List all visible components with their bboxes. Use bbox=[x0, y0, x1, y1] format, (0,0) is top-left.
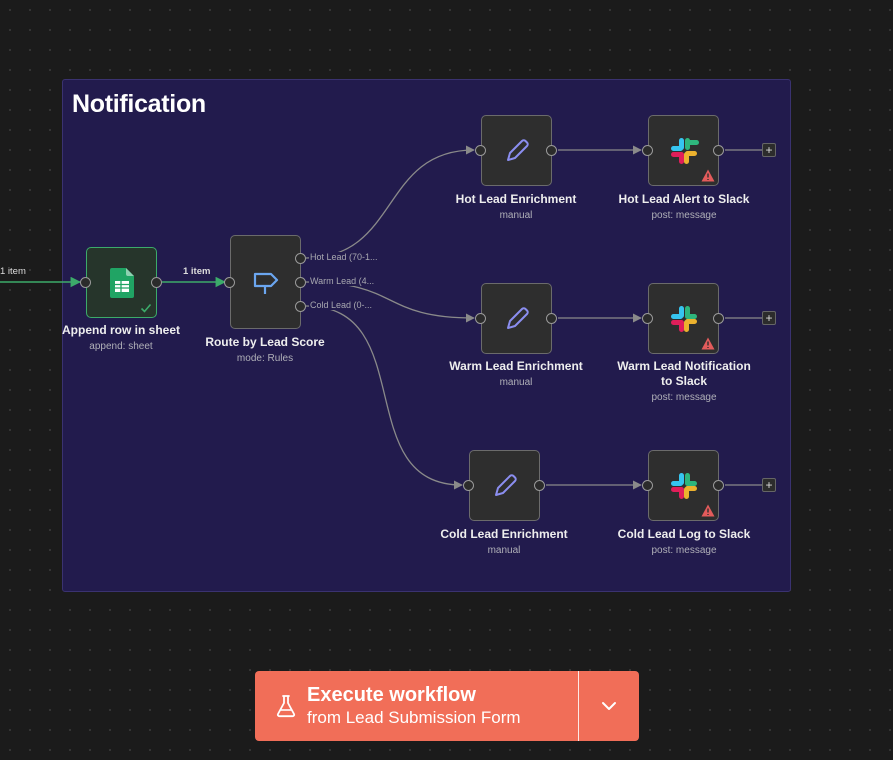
warning-icon bbox=[701, 504, 715, 517]
node-cold-lead-log-to-slack[interactable] bbox=[648, 450, 719, 521]
node-append-row-in-sheet[interactable] bbox=[86, 247, 157, 318]
node-hot-lead-enrichment[interactable] bbox=[481, 115, 552, 186]
node-subtitle: append: sheet bbox=[89, 341, 153, 352]
slack-icon bbox=[670, 472, 697, 499]
node-subtitle: post: message bbox=[651, 392, 717, 403]
flask-icon bbox=[276, 695, 296, 718]
node-route-by-lead-score[interactable] bbox=[230, 235, 301, 329]
route-output-handle-hot[interactable] bbox=[295, 253, 306, 264]
hot-enrich-output-handle[interactable] bbox=[546, 145, 557, 156]
route-output-label-hot: Hot Lead (70-1... bbox=[309, 252, 379, 262]
warm-slack-input-handle[interactable] bbox=[642, 313, 653, 324]
hot-enrich-input-handle[interactable] bbox=[475, 145, 486, 156]
node-subtitle: post: message bbox=[651, 545, 717, 556]
node-label: Hot Lead Alert to Slack bbox=[618, 192, 750, 206]
slack-icon bbox=[670, 305, 697, 332]
pencil-icon bbox=[506, 306, 529, 329]
cold-slack-input-handle[interactable] bbox=[642, 480, 653, 491]
node-subtitle: post: message bbox=[651, 210, 717, 221]
pencil-icon bbox=[506, 138, 529, 161]
node-label-line1: Warm Lead Notification bbox=[617, 359, 751, 373]
cold-enrich-input-handle[interactable] bbox=[463, 480, 474, 491]
success-check-icon bbox=[140, 303, 152, 313]
add-node-button[interactable]: + bbox=[762, 143, 776, 157]
append-row-output-handle[interactable] bbox=[151, 277, 162, 288]
sticky-note-title: Notification bbox=[72, 90, 206, 118]
slack-icon bbox=[670, 137, 699, 164]
node-label: Append row in sheet bbox=[61, 323, 181, 337]
google-sheets-icon bbox=[109, 267, 134, 298]
pencil-icon bbox=[494, 473, 517, 496]
hot-slack-input-handle[interactable] bbox=[642, 145, 653, 156]
route-output-label-cold: Cold Lead (0-... bbox=[309, 300, 374, 310]
append-to-route-edge-label: 1 item bbox=[183, 266, 211, 277]
execute-workflow-subtitle: from Lead Submission Form bbox=[307, 708, 521, 727]
node-label: Cold Lead Enrichment bbox=[440, 527, 568, 541]
signpost-icon bbox=[253, 272, 278, 294]
node-label: Hot Lead Enrichment bbox=[455, 192, 577, 206]
warning-icon bbox=[701, 169, 715, 182]
route-input-handle[interactable] bbox=[224, 277, 235, 288]
node-label: Cold Lead Log to Slack bbox=[617, 527, 751, 541]
node-label-line2: to Slack bbox=[660, 374, 708, 388]
execute-options-toggle[interactable] bbox=[579, 671, 639, 741]
execute-workflow-button[interactable]: Execute workflow from Lead Submission Fo… bbox=[255, 671, 639, 741]
warm-slack-output-handle[interactable] bbox=[713, 313, 724, 324]
node-label: Warm Lead Enrichment bbox=[449, 359, 583, 373]
node-cold-lead-enrichment[interactable] bbox=[469, 450, 540, 521]
append-row-input-handle[interactable] bbox=[80, 277, 91, 288]
execute-workflow-main[interactable]: Execute workflow from Lead Submission Fo… bbox=[255, 671, 578, 741]
add-node-button[interactable]: + bbox=[762, 478, 776, 492]
node-subtitle: mode: Rules bbox=[236, 353, 294, 364]
route-output-handle-warm[interactable] bbox=[295, 277, 306, 288]
node-warm-lead-notification-to-slack[interactable] bbox=[648, 283, 719, 354]
execute-divider bbox=[578, 671, 579, 741]
execute-workflow-title: Execute workflow bbox=[307, 684, 476, 706]
node-subtitle: manual bbox=[499, 210, 533, 221]
cold-enrich-output-handle[interactable] bbox=[534, 480, 545, 491]
add-node-button[interactable]: + bbox=[762, 311, 776, 325]
warm-enrich-output-handle[interactable] bbox=[546, 313, 557, 324]
node-hot-lead-alert-to-slack[interactable] bbox=[648, 115, 719, 186]
route-output-handle-cold[interactable] bbox=[295, 301, 306, 312]
chevron-down-icon bbox=[602, 702, 616, 710]
node-warm-lead-enrichment[interactable] bbox=[481, 283, 552, 354]
incoming-edge-label: 1 item bbox=[0, 266, 26, 277]
route-output-label-warm: Warm Lead (4... bbox=[309, 276, 376, 286]
node-label: Route by Lead Score bbox=[205, 335, 325, 349]
hot-slack-output-handle[interactable] bbox=[713, 145, 724, 156]
cold-slack-output-handle[interactable] bbox=[713, 480, 724, 491]
node-subtitle: manual bbox=[487, 545, 521, 556]
warm-enrich-input-handle[interactable] bbox=[475, 313, 486, 324]
node-subtitle: manual bbox=[499, 377, 533, 388]
warning-icon bbox=[701, 337, 715, 350]
